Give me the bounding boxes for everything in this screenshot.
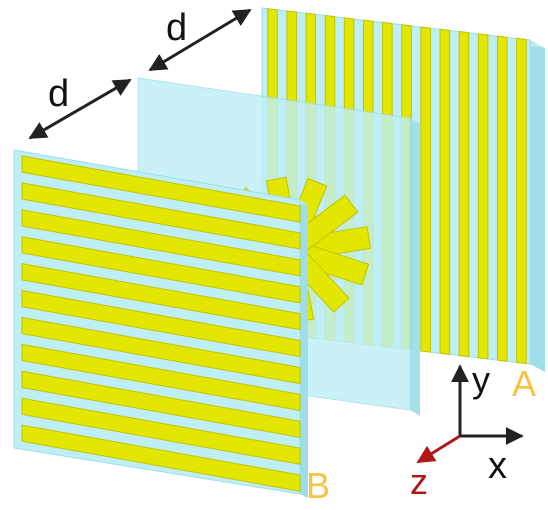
axes: y x z bbox=[410, 359, 524, 502]
plate-b-strip bbox=[21, 370, 301, 439]
plate-a-strip bbox=[439, 28, 451, 355]
plate-a-strip bbox=[458, 30, 470, 358]
plate-b bbox=[13, 149, 308, 498]
plate-b-strip bbox=[21, 424, 301, 492]
distance-arrow-1 bbox=[28, 78, 132, 140]
plate-a-side-edge bbox=[530, 40, 545, 372]
plate-b-strip bbox=[21, 263, 301, 331]
axis-x-label: x bbox=[488, 445, 507, 487]
axis-z-label: z bbox=[410, 461, 428, 502]
plate-b-label: B bbox=[306, 465, 330, 506]
plate-a-strip bbox=[420, 26, 431, 353]
plate-b-strip bbox=[21, 182, 301, 250]
axis-z-arrow bbox=[416, 434, 461, 464]
distance-label-2: d bbox=[166, 7, 187, 49]
plate-b-strip bbox=[21, 236, 301, 304]
distance-label-1: d bbox=[48, 73, 69, 115]
plate-b-strips bbox=[21, 155, 301, 492]
axis-y-label: y bbox=[472, 359, 490, 400]
plate-b-strip bbox=[21, 343, 301, 412]
distance-arrow-2 bbox=[148, 8, 252, 72]
plate-b-strip bbox=[21, 397, 301, 465]
plate-b-side-edge bbox=[300, 200, 308, 498]
plate-b-strip bbox=[21, 155, 301, 223]
plate-middle-side-edge bbox=[410, 118, 420, 416]
plate-a-label: A bbox=[512, 363, 536, 404]
plate-b-strip bbox=[21, 316, 301, 385]
plate-a-strip bbox=[477, 33, 489, 360]
plate-b-strip bbox=[21, 289, 301, 358]
plate-b-strip bbox=[21, 209, 301, 277]
plate-a-strip bbox=[516, 37, 527, 365]
plate-a-strip bbox=[496, 35, 508, 362]
